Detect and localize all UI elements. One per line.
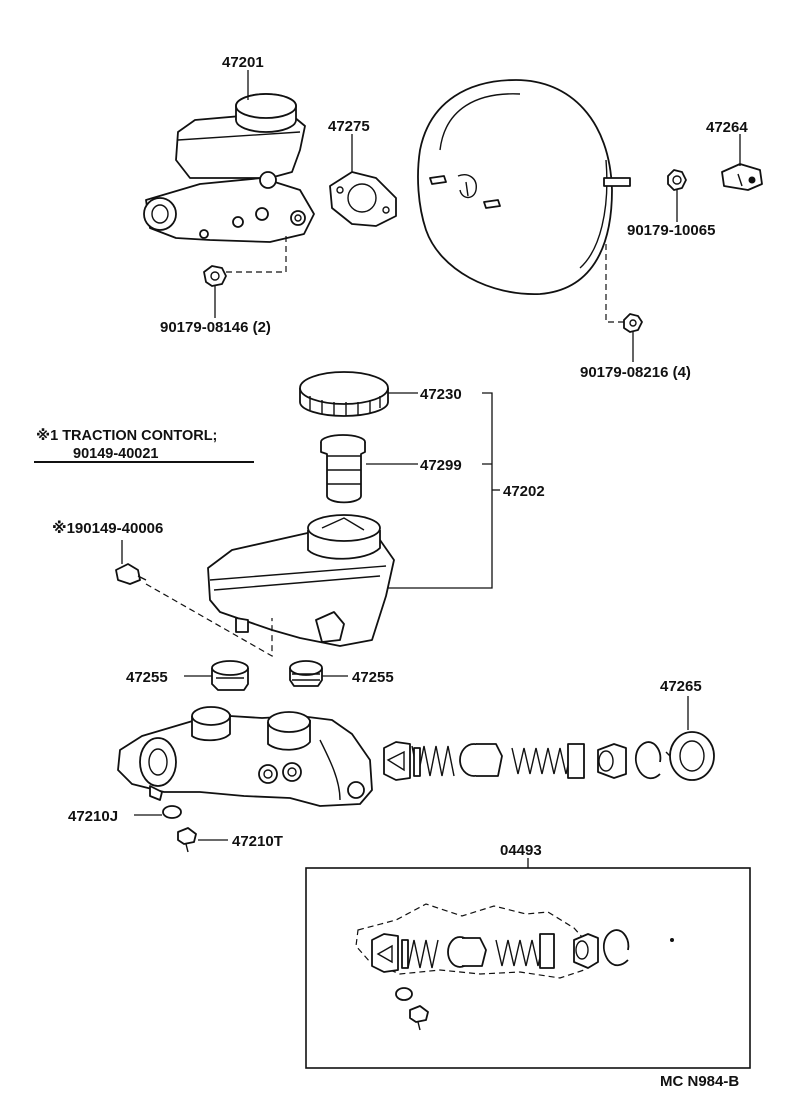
label-47230: 47230 bbox=[420, 386, 462, 403]
label-47264: 47264 bbox=[706, 119, 748, 136]
label-90179-10065: 90179-10065 bbox=[627, 222, 715, 239]
grommet-47255-right bbox=[289, 660, 323, 687]
label-47201: 47201 bbox=[222, 54, 264, 71]
label-90179-08146: 90179-08146 (2) bbox=[160, 319, 271, 336]
label-47210J: 47210J bbox=[68, 808, 118, 825]
leader-dashed-bolt-reservoir bbox=[145, 583, 273, 658]
nut-90179-08216 bbox=[623, 313, 643, 333]
label-47275: 47275 bbox=[328, 118, 370, 135]
nut-90179-10065 bbox=[667, 169, 687, 191]
ring-47210J bbox=[162, 805, 182, 819]
strainer-47299 bbox=[320, 434, 366, 504]
label-47255-right: 47255 bbox=[352, 669, 394, 686]
leader-dashed-47201-nut bbox=[226, 232, 287, 273]
diagram-code: MC N984-B bbox=[660, 1073, 739, 1090]
label-47210T: 47210T bbox=[232, 833, 283, 850]
grommet-47255-left bbox=[211, 660, 249, 691]
traction-control-note-line1: ※1 TRACTION CONTORL; bbox=[36, 428, 217, 444]
label-47255-left: 47255 bbox=[126, 669, 168, 686]
brake-booster bbox=[417, 79, 631, 295]
nut-90179-08146 bbox=[203, 265, 227, 287]
kit-components-04493 bbox=[355, 903, 674, 1031]
clevis-47264 bbox=[721, 163, 763, 191]
bracket-47202 bbox=[384, 392, 493, 589]
bolt-90149-40006 bbox=[115, 563, 147, 585]
piston-assembly-components bbox=[383, 731, 715, 781]
reservoir-cap-47230 bbox=[299, 371, 389, 417]
label-47202: 47202 bbox=[503, 483, 545, 500]
kit-box-04493 bbox=[305, 867, 751, 1069]
gasket-47275 bbox=[329, 171, 397, 227]
label-47265: 47265 bbox=[660, 678, 702, 695]
master-cylinder-assembly-47201 bbox=[143, 93, 315, 243]
traction-control-note-line2: 90149-40021 bbox=[73, 446, 158, 462]
label-90149-40006: ※190149-40006 bbox=[52, 519, 163, 537]
leader-dashed-booster-nut bbox=[605, 244, 626, 323]
reservoir-47202 bbox=[207, 514, 395, 647]
label-04493: 04493 bbox=[500, 842, 542, 859]
label-47299: 47299 bbox=[420, 457, 462, 474]
label-90179-08216: 90179-08216 (4) bbox=[580, 364, 691, 381]
master-cylinder-body bbox=[117, 706, 373, 807]
bolt-47210T bbox=[177, 827, 197, 853]
